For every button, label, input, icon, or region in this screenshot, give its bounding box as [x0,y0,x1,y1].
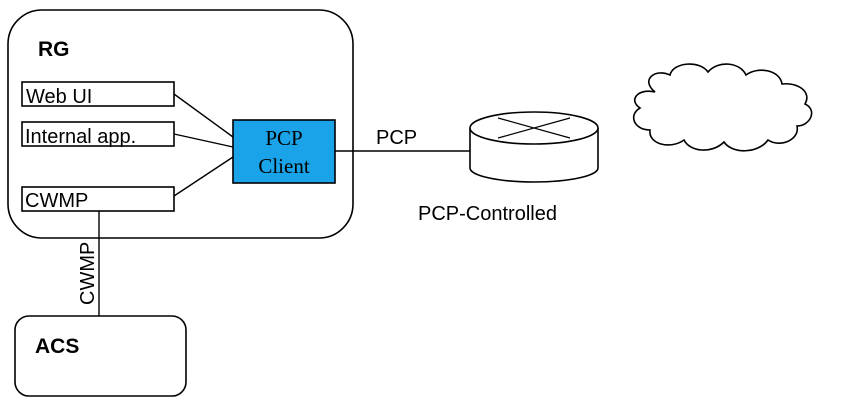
rg-title: RG [38,38,70,61]
cwmp-app-box [21,186,175,212]
cwmp-app-label: CWMP [25,190,88,212]
acs-box [14,315,187,397]
web-ui-label: Web UI [26,86,92,108]
acs-title: ACS [35,335,79,358]
pcp-client-box [232,119,336,184]
internal-app-box [21,121,175,147]
router-icon [469,111,599,183]
connector-internal-app [173,133,234,148]
connector-cwmp-app [173,156,234,197]
cloud-icon [632,63,813,152]
web-ui-box [21,81,175,107]
router-label: PCP-Controlled [418,203,557,225]
connector-web-ui [173,93,234,138]
cwmp-link-label: CWMP [77,242,99,305]
pcp-client-label-line1: PCP [265,126,302,150]
pcp-link-label: PCP [376,127,417,149]
internal-app-label: Internal app. [25,126,136,148]
pcp-client-label-line2: Client [258,154,309,178]
